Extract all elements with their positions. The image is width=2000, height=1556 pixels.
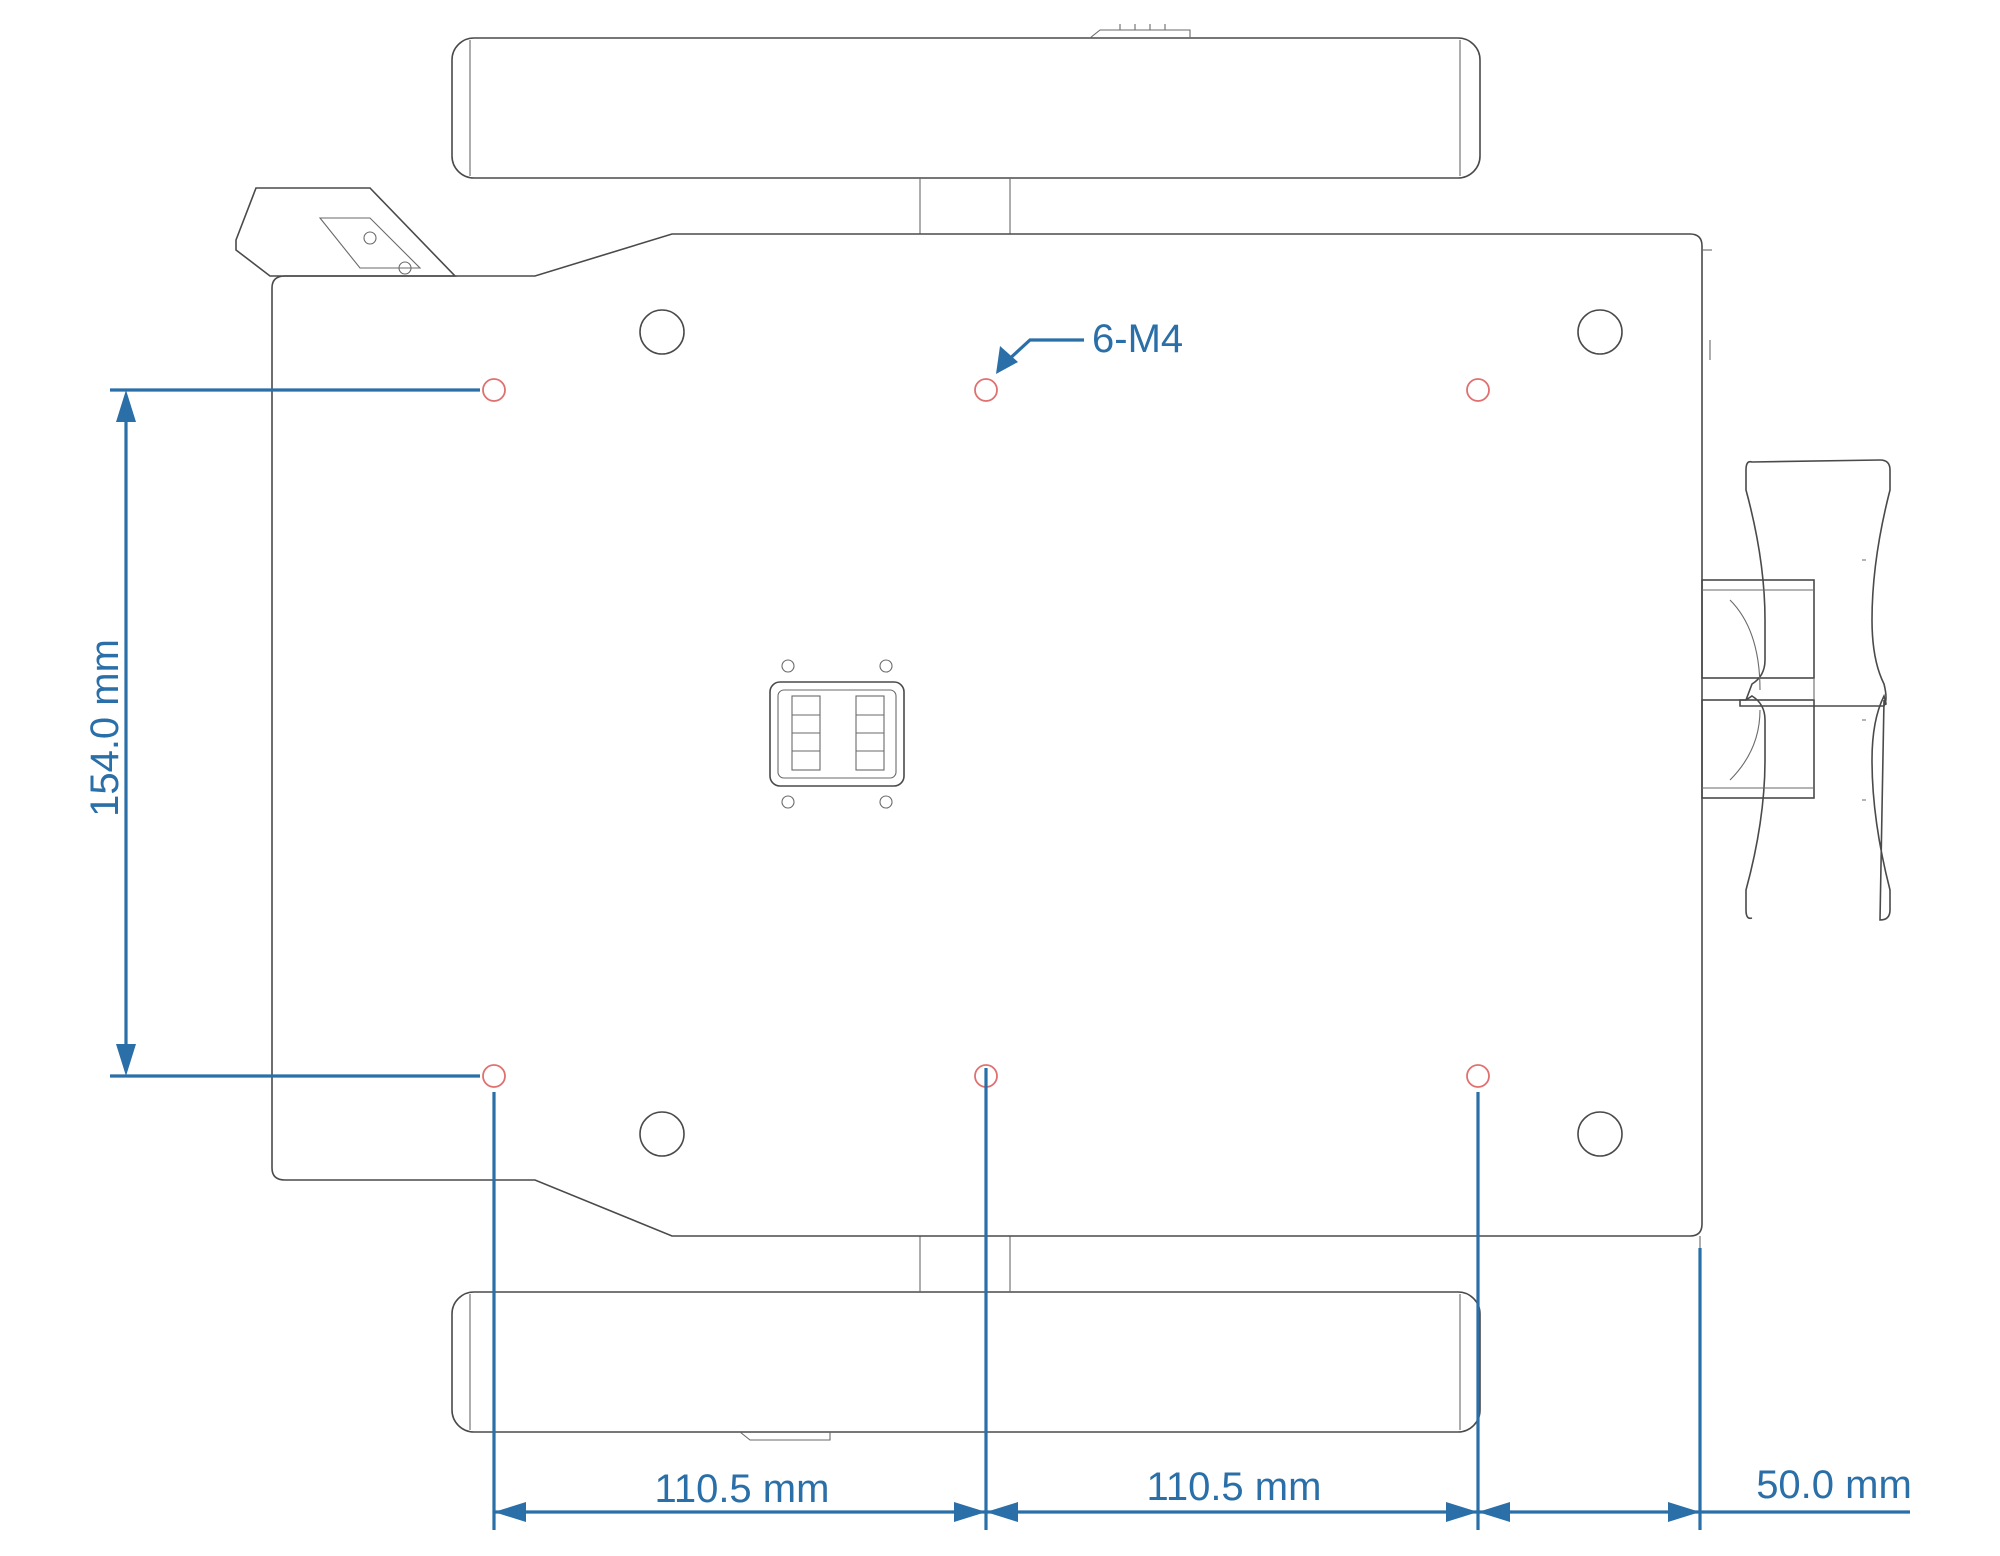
horizontal-middle-dimension-label: 110.5 mm <box>1147 1465 1322 1509</box>
horizontal-left-dimension-label: 110.5 mm <box>655 1467 830 1511</box>
bottom-handle <box>451 1236 1481 1441</box>
main-plate <box>271 233 1712 1248</box>
dimension-lines <box>110 338 1910 1530</box>
top-handle <box>451 24 1481 234</box>
horizontal-right-dimension-label: 50.0 mm <box>1756 1463 1912 1507</box>
center-connector <box>769 659 905 809</box>
corner-holes <box>639 309 1623 1157</box>
top-left-bracket <box>235 187 457 277</box>
m4-mount-holes <box>482 378 1490 1088</box>
vertical-dimension-label: 154.0 mm <box>83 639 127 817</box>
right-knob-assembly <box>1701 459 1891 921</box>
callout-label: 6-M4 <box>1092 317 1183 361</box>
